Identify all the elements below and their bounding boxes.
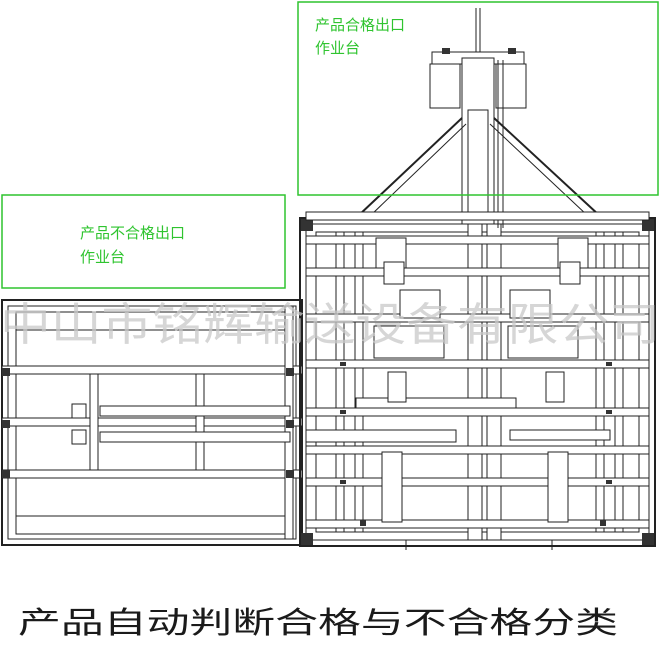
pass-exit-label-line1: 产品合格出口 (315, 16, 405, 34)
diagram-caption: 产品自动判断合格与不合格分类 (18, 606, 618, 641)
fail-exit-zone: 产品不合格出口 作业台 (1, 194, 286, 289)
fail-exit-label-line1: 产品不合格出口 (80, 224, 185, 242)
pass-exit-zone: 产品合格出口 作业台 (297, 1, 659, 196)
pass-exit-label-line2: 作业台 (315, 39, 360, 57)
left-conveyor (1, 299, 303, 546)
top-gantry (305, 8, 650, 228)
fail-exit-label-line2: 作业台 (80, 248, 125, 266)
company-watermark: 中山市铭辉输送设备有限公司 (0, 298, 660, 351)
main-frame (299, 217, 656, 550)
